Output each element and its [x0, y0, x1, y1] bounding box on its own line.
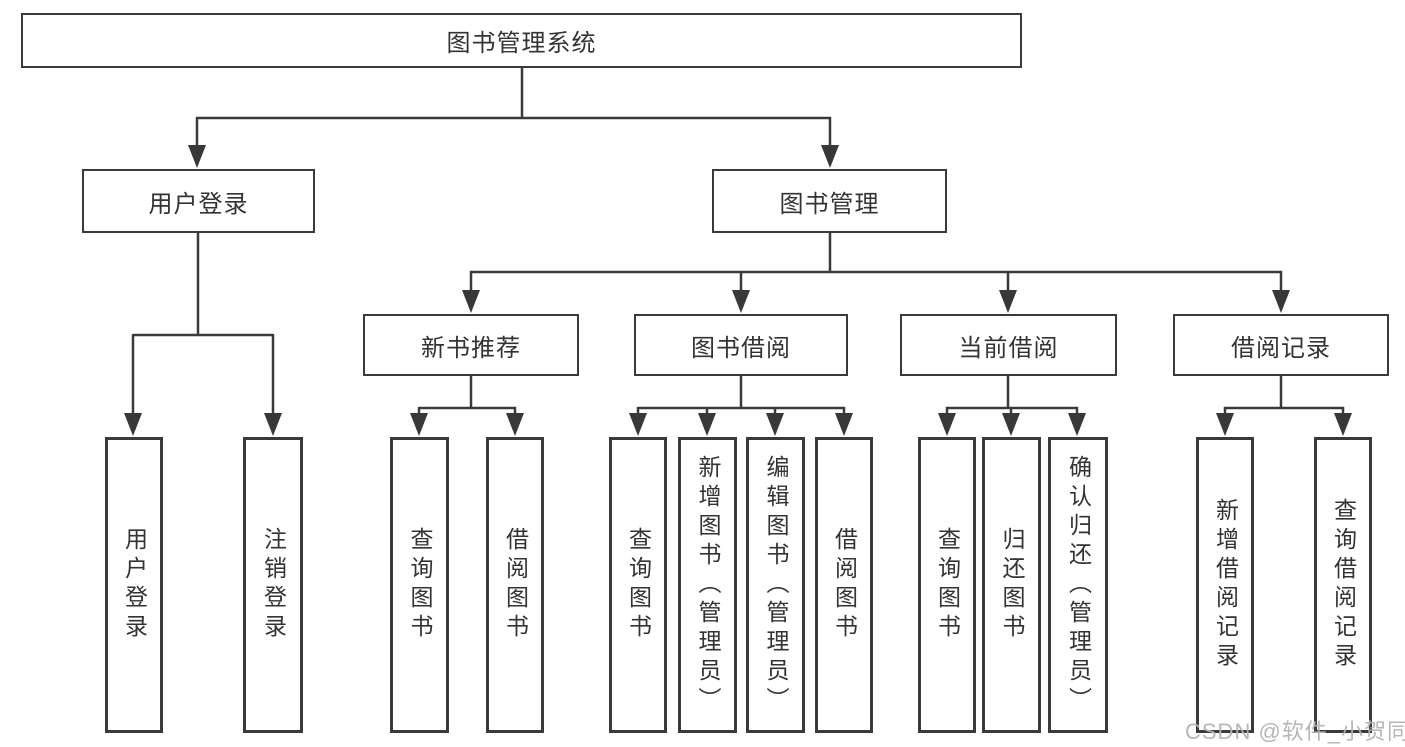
- node-current-borrowing: 当前借阅: [900, 314, 1117, 376]
- node-new-book-recommendation: 新书推荐: [363, 314, 579, 376]
- leaf-query-books-current: 查询图书: [918, 437, 976, 733]
- node-library-management-system: 图书管理系统: [21, 13, 1022, 68]
- leaf-confirm-return-admin: 确认归还（管理员）: [1048, 437, 1108, 733]
- leaf-add-books-admin: 新增图书（管理员）: [678, 437, 737, 733]
- csdn-watermark: CSDN @软件_小贺同学: [1185, 719, 1405, 744]
- leaf-query-books-borrowing: 查询图书: [609, 437, 667, 733]
- leaf-borrow-books-recommendation: 借阅图书: [486, 437, 544, 733]
- leaf-borrow-books: 借阅图书: [815, 437, 873, 733]
- leaf-edit-books-admin: 编辑图书（管理员）: [746, 437, 805, 733]
- node-book-management: 图书管理: [712, 169, 947, 233]
- leaf-add-borrow-record: 新增借阅记录: [1196, 437, 1254, 733]
- leaf-user-login: 用户登录: [105, 437, 163, 733]
- leaf-logout: 注销登录: [243, 437, 303, 733]
- leaf-return-books: 归还图书: [982, 437, 1041, 733]
- node-borrowing-records: 借阅记录: [1173, 314, 1389, 376]
- leaf-query-borrow-record: 查询借阅记录: [1314, 437, 1372, 733]
- node-user-login: 用户登录: [82, 169, 315, 233]
- node-book-borrowing: 图书借阅: [634, 314, 848, 376]
- leaf-query-books-recommendation: 查询图书: [390, 437, 449, 733]
